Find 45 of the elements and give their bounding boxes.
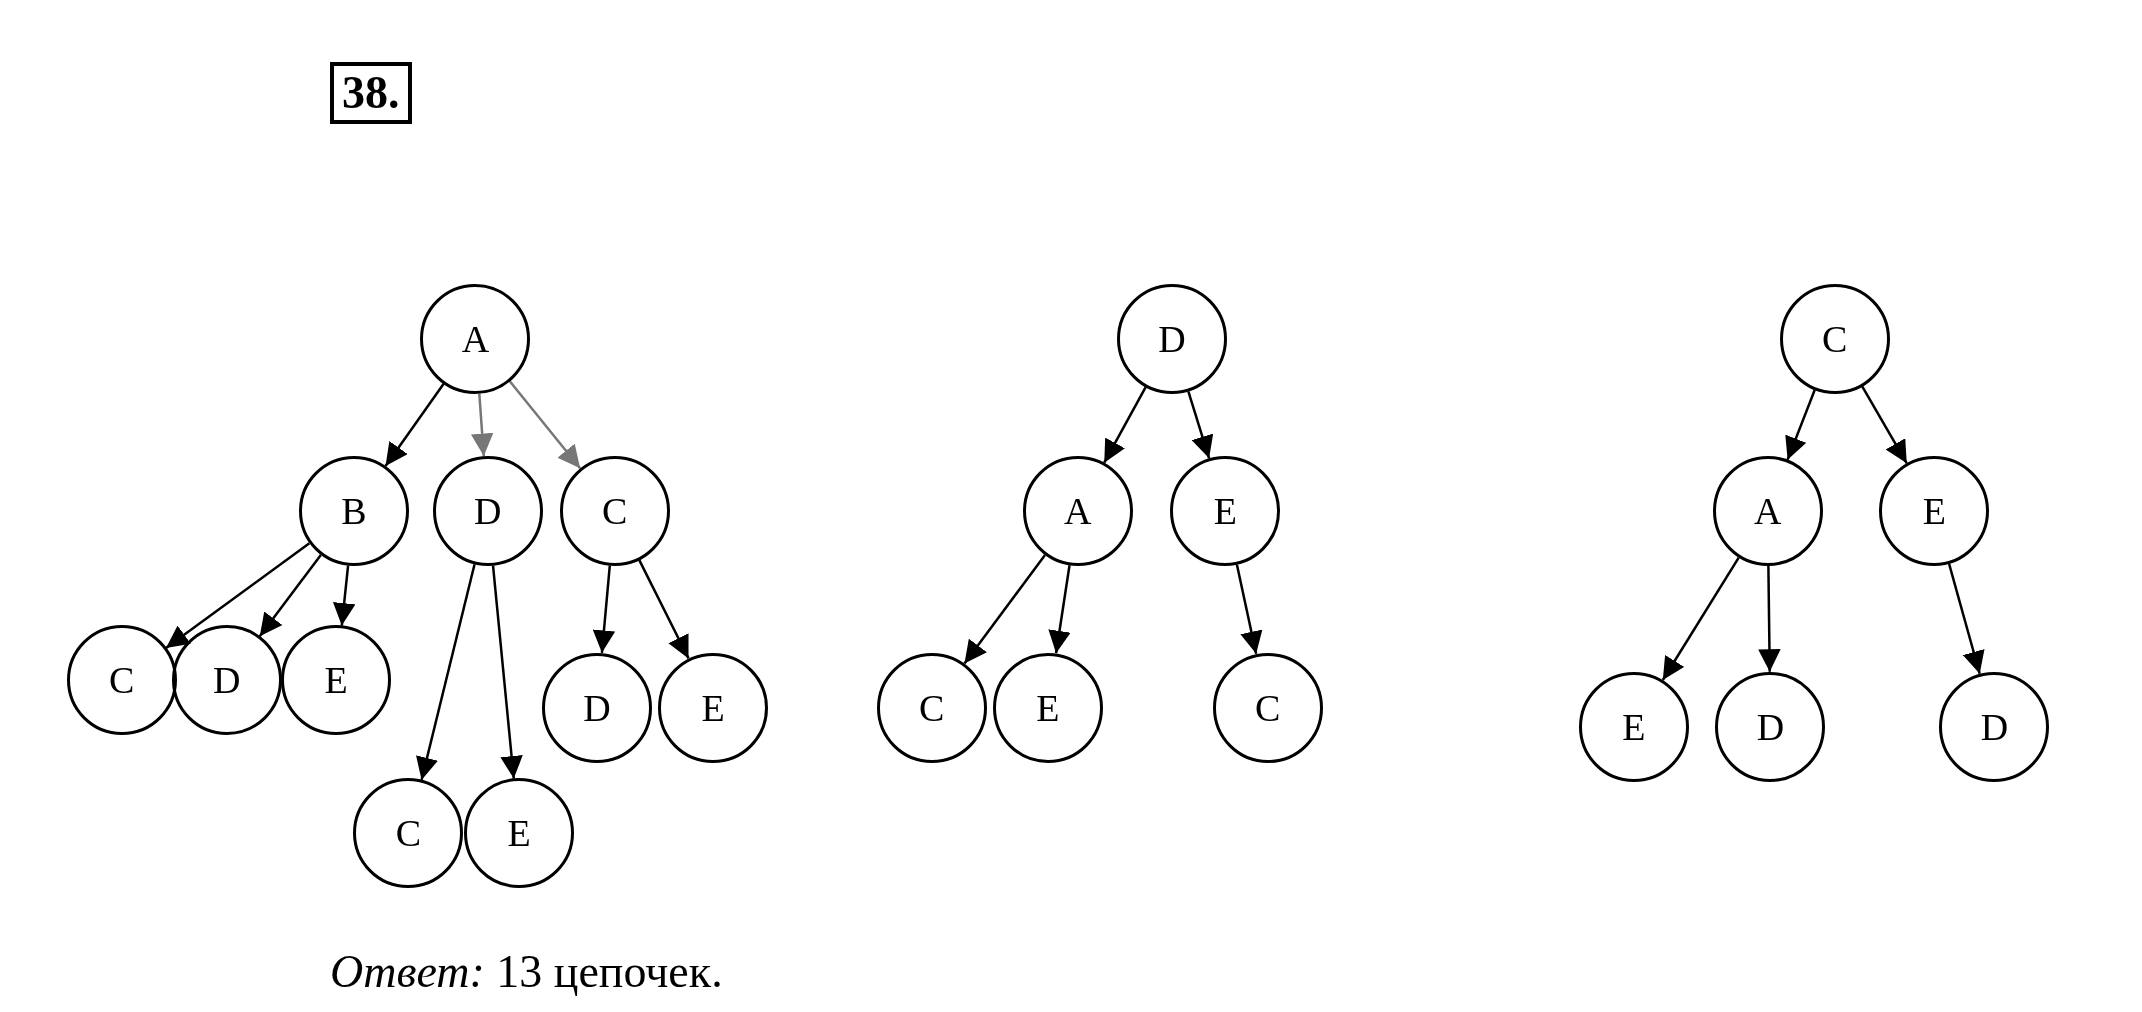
- letter-circle: C: [1779, 283, 1890, 394]
- letter-circle: A: [1022, 455, 1133, 566]
- arrow: [1785, 389, 1816, 461]
- letter-circle: A: [1712, 455, 1823, 566]
- arrow: [470, 393, 494, 457]
- letter-circle: E: [1879, 455, 1990, 566]
- arrow: [592, 565, 616, 653]
- arrow: [384, 383, 445, 467]
- letter-circle: C: [66, 625, 177, 736]
- arrow: [1947, 563, 1985, 675]
- arrow: [1661, 557, 1740, 681]
- arrow: [1758, 565, 1781, 672]
- letter-circle: C: [876, 652, 987, 763]
- letter-circle: E: [658, 652, 769, 763]
- letter-circle: D: [1117, 283, 1228, 394]
- letter-circle: E: [1578, 671, 1689, 782]
- letter-circle: C: [559, 455, 670, 566]
- letter-circle: D: [432, 455, 543, 566]
- letter-circle: D: [171, 625, 282, 736]
- arrow: [1103, 386, 1147, 464]
- arrow: [963, 554, 1047, 665]
- letter-circle: D: [1939, 671, 2050, 782]
- letter-circle: E: [992, 652, 1103, 763]
- task-number: 38.: [330, 62, 412, 124]
- arrow: [1187, 390, 1214, 459]
- arrow: [258, 554, 322, 638]
- arrow: [1235, 564, 1263, 655]
- answer-text: Ответ: 13 цепочек.: [330, 945, 723, 998]
- arrow: [416, 564, 476, 781]
- letter-circle: E: [281, 625, 392, 736]
- arrow: [1861, 385, 1908, 464]
- arrow: [491, 565, 523, 779]
- letter-circle: C: [1212, 652, 1323, 763]
- arrow: [638, 559, 690, 659]
- arrow: [509, 380, 582, 469]
- letter-circle: E: [1170, 455, 1281, 566]
- letter-circle: D: [541, 652, 652, 763]
- letter-circle: A: [420, 283, 531, 394]
- arrow: [332, 565, 356, 626]
- arrow: [1048, 565, 1071, 654]
- letter-circle: E: [464, 778, 575, 889]
- arrow: [165, 542, 311, 649]
- letter-circle: D: [1715, 671, 1826, 782]
- letter-circle: C: [353, 778, 464, 889]
- letter-circle: B: [298, 455, 409, 566]
